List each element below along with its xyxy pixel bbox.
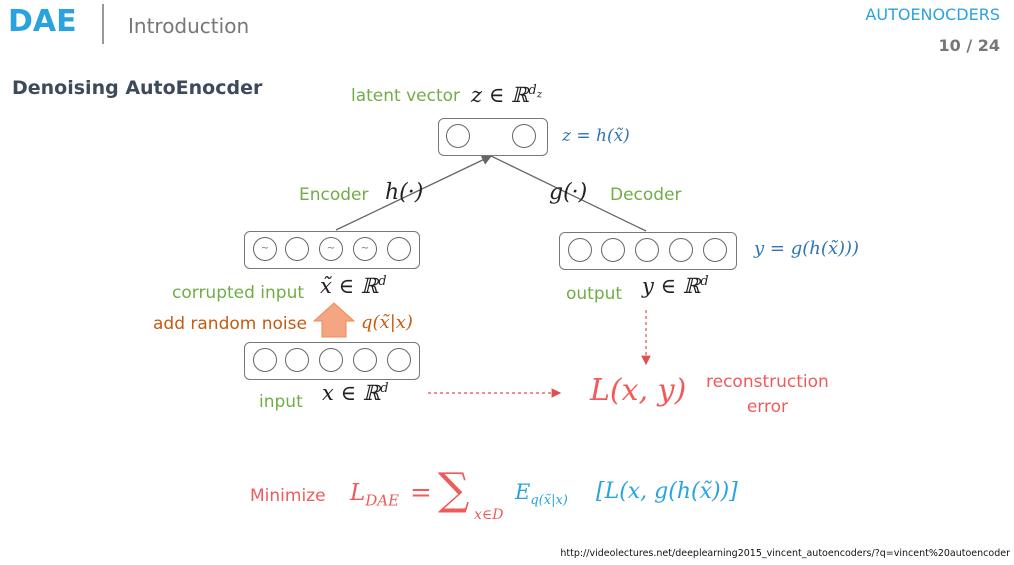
noise-symbol: q(x̃|x) <box>361 312 413 333</box>
header-topic: AUTOENOCDERS <box>865 5 1000 24</box>
expectation-symbol: E <box>515 480 531 504</box>
loss-symbol: L(x, y) <box>590 373 687 408</box>
latent-node <box>446 124 470 148</box>
source-url[interactable]: http://videolectures.net/deeplearning201… <box>560 548 1010 559</box>
corrupted-node: ~ <box>319 237 343 261</box>
output-node <box>568 238 592 262</box>
input-node <box>353 348 377 372</box>
encoder-label: Encoder <box>299 185 369 205</box>
objective-lhs: LDAE <box>350 480 399 510</box>
latent-label: latent vector <box>351 86 461 106</box>
encoder-arrow <box>335 155 493 231</box>
loss-label-line1: reconstruction <box>706 372 829 392</box>
objective-label: Minimize <box>250 486 326 506</box>
expectation: Eq(x̃|x) <box>515 480 568 508</box>
corrupted-node <box>387 237 411 261</box>
input-node <box>387 348 411 372</box>
output-symbol-text: y ∈ ℝ <box>642 274 701 298</box>
output-node <box>635 238 659 262</box>
corrupted-symbol: x̃ ∈ ℝd <box>320 274 387 298</box>
input-vector-box <box>244 342 420 380</box>
encoder-symbol: h(·) <box>385 180 424 205</box>
decoder-label: Decoder <box>610 185 682 205</box>
input-symbol-text: x ∈ ℝ <box>322 381 381 405</box>
latent-sup-sub: z <box>536 89 543 101</box>
output-symbol: y ∈ ℝd <box>642 274 709 298</box>
decoder-line <box>490 155 647 232</box>
latent-sup: d <box>528 83 537 98</box>
latent-symbol-text: z ∈ ℝ <box>471 83 529 107</box>
corrupted-symbol-text: x̃ ∈ ℝ <box>320 274 379 298</box>
latent-vector-box <box>438 118 548 156</box>
corrupted-node <box>285 237 309 261</box>
objective-lhs-text: L <box>350 480 366 506</box>
output-label: output <box>566 284 623 304</box>
header-divider <box>102 4 104 44</box>
objective-equals: = <box>410 478 432 508</box>
corrupted-vector-box: ~ ~ ~ <box>244 231 420 269</box>
expectation-sub: q(x̃|x) <box>530 493 568 509</box>
output-sup: d <box>700 274 709 289</box>
header-section: Introduction <box>128 14 250 38</box>
slide-title: Denoising AutoEnocder <box>12 77 263 99</box>
corrupted-node: ~ <box>353 237 377 261</box>
corrupted-label: corrupted input <box>172 283 305 303</box>
output-node <box>669 238 693 262</box>
page-number: 10 / 24 <box>938 36 1000 55</box>
input-node <box>285 348 309 372</box>
corrupted-node: ~ <box>253 237 277 261</box>
output-node <box>601 238 625 262</box>
objective-lhs-sub: DAE <box>365 491 400 510</box>
output-node <box>703 238 727 262</box>
sum-icon: ∑ <box>438 464 470 515</box>
input-node <box>319 348 343 372</box>
noise-arrow-icon <box>312 302 356 338</box>
loss-label: reconstruction error <box>706 370 829 420</box>
latent-symbol: z ∈ ℝdz <box>471 83 542 107</box>
decoder-symbol: g(·) <box>549 180 588 205</box>
noise-label: add random noise <box>153 314 307 334</box>
sum-subscript: x∈D <box>474 507 504 523</box>
loss-label-line2: error <box>746 397 788 417</box>
output-vector-box <box>559 232 737 270</box>
input-label: input <box>259 392 303 412</box>
output-equation: y = g(h(x̃))) <box>754 238 860 259</box>
input-symbol: x ∈ ℝd <box>322 381 389 405</box>
latent-equation: z = h(x̃) <box>562 126 630 146</box>
latent-node <box>512 124 536 148</box>
input-sup: d <box>380 381 389 396</box>
objective-bracket: [L(x, g(h(x̃))] <box>596 479 738 504</box>
input-node <box>253 348 277 372</box>
corrupted-sup: d <box>378 274 387 289</box>
header-short-title: DAE <box>8 4 77 39</box>
